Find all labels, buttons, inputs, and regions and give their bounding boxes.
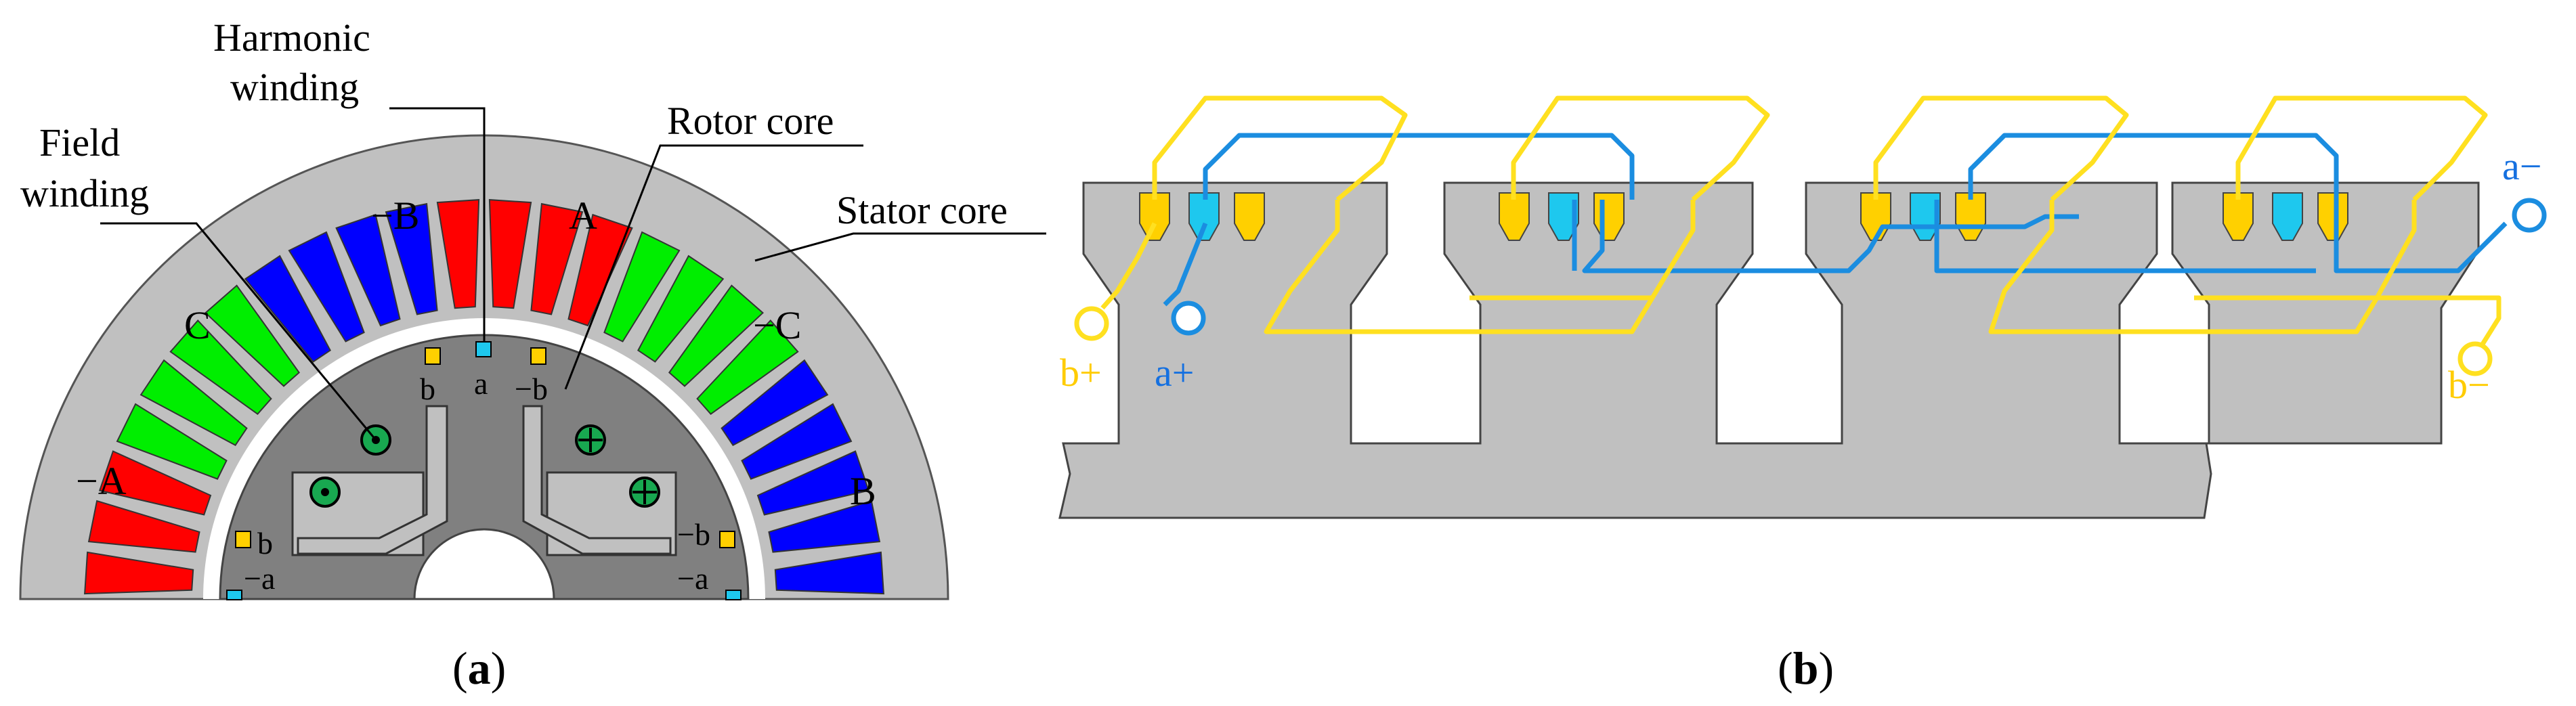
rotor-slot-label-neg-b-top: −b [515, 372, 548, 406]
harmonic-slots [226, 341, 742, 600]
stator-coil-slot [721, 359, 829, 447]
harmonic-winding-label-line2: winding [230, 65, 359, 109]
harmonic-slot-neg-a-right [725, 590, 742, 600]
field-coil-dots [309, 424, 660, 508]
panel-b: b+ a+ a− b− (b) [1058, 95, 2547, 694]
a-plus-terminal-icon [1171, 301, 1206, 336]
stator-coil-slot [436, 199, 480, 309]
phase-label-b: B [850, 469, 876, 513]
terminal-b-plus-label: b+ [1060, 351, 1102, 395]
stator-coil-slot [741, 403, 853, 480]
stator-slots [84, 199, 884, 595]
callout-leaders [100, 107, 1046, 441]
stator-coil-slot [774, 551, 884, 595]
panel-a-caption: (a) [452, 642, 506, 694]
field-winding-label-line2: winding [20, 171, 149, 215]
stator-coil-slot [488, 199, 532, 309]
b-plus-terminal-icon [1074, 306, 1109, 341]
stator-coil-slot [98, 450, 212, 516]
stator-coil-slot [603, 231, 681, 343]
panel-b-caption: (b) [1778, 642, 1834, 694]
rotor-core-label: Rotor core [667, 99, 834, 143]
rotor-slot-label-b-left: b [420, 372, 435, 406]
conductor-blue [1188, 192, 1220, 241]
stator-coil-slot [87, 500, 200, 553]
field-winding-label-line1: Field [39, 120, 120, 164]
phase-label-neg-b: −B [371, 194, 419, 238]
conductor-yellow [1234, 192, 1265, 241]
b-minus-terminal-icon [2457, 341, 2493, 376]
stator-coil-slot [637, 255, 725, 363]
harmonic-slot-neg-b-top [530, 347, 546, 365]
rotor-slot-label-neg-b-low-right: −b [677, 517, 710, 552]
winding-phase-a [1163, 133, 2547, 336]
rotor-slot-label-neg-a-right: −a [677, 561, 708, 596]
stator-coil-slot [768, 500, 881, 553]
stator-coil-slot [385, 202, 438, 315]
rotor-slot-label-a-top: a [474, 366, 488, 401]
conductor-yellow [1139, 192, 1170, 241]
stator-coil-slot [139, 359, 248, 447]
conductor-yellow [1499, 192, 1530, 241]
stator-coil-slot [567, 213, 633, 327]
stator-coil-slot [668, 284, 764, 387]
stator-coil-slot [205, 284, 301, 387]
stator-coil-slot [756, 450, 870, 516]
phase-label-a: A [569, 194, 597, 238]
a-minus-terminal-icon [2512, 198, 2547, 233]
harmonic-slot-b-low-left [235, 531, 251, 548]
rotor-slot-label-neg-a-left: −a [244, 561, 275, 596]
winding-phase-b [1074, 95, 2502, 376]
panel-a: Harmonic winding Field winding Rotor cor… [19, 16, 1046, 694]
linear-stator-core [1058, 181, 2480, 519]
stator-coil-slot [116, 403, 228, 480]
rotor-slot-label-b-low-left: b [257, 526, 273, 560]
phase-label-c: C [184, 303, 211, 347]
conductor-blue [1548, 192, 1579, 241]
stator-coil-slot [335, 213, 401, 327]
conductor-blue [2272, 192, 2303, 241]
shaft-hole [413, 528, 555, 600]
harmonic-slot-b-left [425, 347, 441, 365]
harmonic-winding-label-line1: Harmonic [213, 16, 370, 60]
harmonic-slot-neg-a-left [226, 590, 242, 600]
terminal-a-minus-label: a− [2502, 144, 2541, 188]
stator-core-label: Stator core [836, 188, 1008, 232]
stator-coil-slot [84, 551, 194, 595]
harmonic-slot-neg-b-low-right [719, 531, 735, 548]
stator-coil-slot [169, 319, 272, 416]
phase-label-neg-a: −A [76, 459, 127, 503]
stator-coil-slot [530, 202, 584, 315]
stator-coil-slot [244, 255, 332, 363]
harmonic-slot-a-top [475, 341, 492, 357]
terminal-a-plus-label: a+ [1155, 351, 1194, 395]
stator-coil-slot [696, 319, 799, 416]
phase-label-neg-c: −C [753, 303, 801, 347]
terminal-b-minus-label: b− [2448, 363, 2490, 407]
conductor-yellow [2223, 192, 2254, 241]
stator-coil-slot [288, 231, 365, 343]
